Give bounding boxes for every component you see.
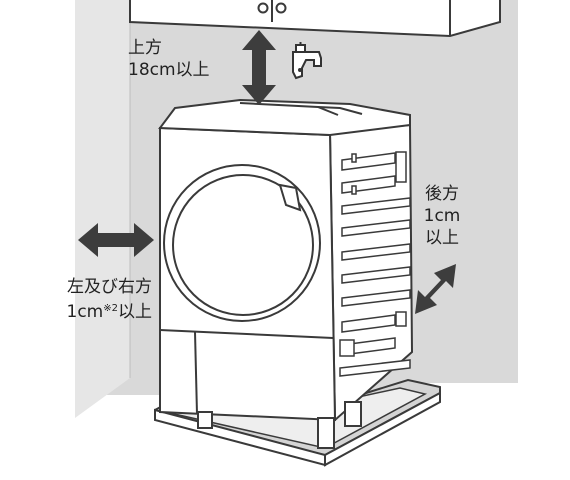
back-clearance-label-line2: 1cm [423,206,461,226]
side-clearance-label-line1: 左及び右方 [67,277,152,297]
back-clearance-label-line1: 後方 [425,184,459,204]
back-clearance-arrow [415,264,456,314]
wall-cabinet [129,0,501,38]
top-clearance-label: 上方 18cm以上 [128,37,210,81]
faucet-icon [292,42,322,80]
top-clearance-label-line1: 上方 [128,38,162,58]
top-clearance-label-line2: 18cm以上 [128,60,210,80]
side-clearance-label-line2: 1cm※2以上 [40,298,152,323]
side-clearance-suffix: 以上 [118,302,152,322]
side-vent-slots [339,151,411,377]
left-wall [75,0,130,418]
top-clearance-arrow [242,30,276,105]
side-clearance-distance: 1cm [66,302,104,322]
footnote-mark: ※2 [103,303,118,314]
back-clearance-label-line3: 以上 [425,228,459,248]
side-clearance-arrow [78,223,154,257]
back-clearance-label: 後方 1cm 以上 [416,183,468,249]
double-arrow-icon [78,30,456,314]
side-clearance-label: 左及び右方 1cm※2以上 [40,276,152,323]
